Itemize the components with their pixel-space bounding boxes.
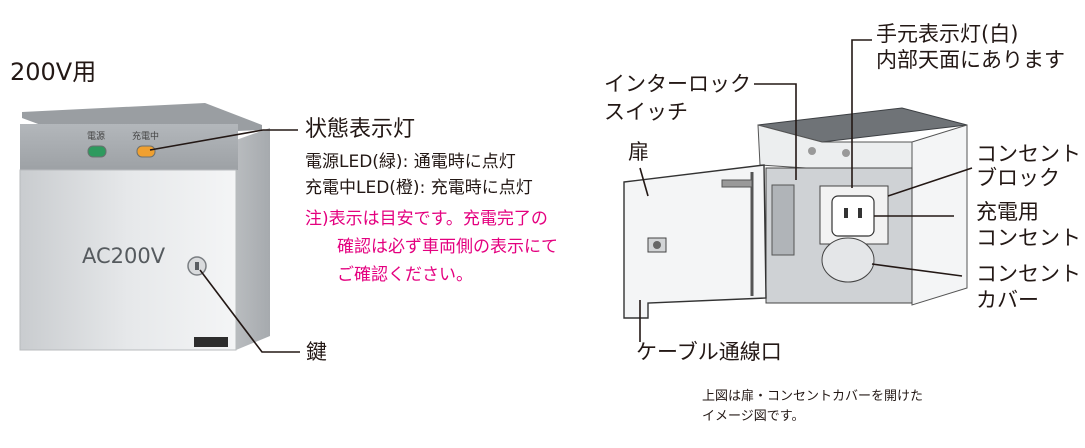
- upper-screw-2: [842, 149, 850, 157]
- leader-outlet-cover: [871, 263, 963, 277]
- charging-led-description: 充電中LED(橙): 充電時に点灯: [305, 178, 533, 198]
- key-slot: [195, 262, 199, 270]
- charging-led: [136, 145, 156, 158]
- closed-cabinet-illustration: [19, 103, 270, 351]
- outlet-block-line-1: コンセント: [976, 142, 1081, 166]
- outlet-cover-line-2: カバー: [976, 288, 1039, 312]
- leader-status-light: [149, 129, 298, 151]
- indicator-charging-caption: 充電中: [132, 132, 160, 142]
- hand-light-line-1: 手元表示灯(白): [876, 22, 1019, 46]
- indicator-panel: [20, 124, 238, 170]
- leader-outlet-block: [887, 167, 973, 197]
- open-cabinet-side: [911, 124, 968, 306]
- indicator-power-caption: 電源: [87, 132, 106, 142]
- outlet-block-line-2: ブロック: [976, 166, 1060, 190]
- status-light-title: 状態表示灯: [305, 117, 416, 142]
- interlock-line-2: スイッチ: [604, 100, 688, 124]
- leader-hand-light: [851, 39, 872, 188]
- cabinet-side: [236, 128, 270, 350]
- charging-outlet: [831, 195, 875, 237]
- note-line-2: 確認は必ず車両側の表示にて: [337, 237, 558, 257]
- leader-door: [639, 167, 649, 197]
- interlock-line-1: インターロック: [604, 72, 751, 96]
- open-door: [623, 164, 767, 319]
- power-led-description: 電源LED(緑): 通電時に点灯: [305, 152, 516, 172]
- right-leader-lines: [639, 39, 973, 342]
- leader-interlock: [754, 83, 797, 180]
- panel-text-ac200v: AC200V: [82, 244, 166, 268]
- charging-outlet-line-1: 充電用: [976, 200, 1039, 224]
- power-led: [87, 145, 107, 158]
- charging-outlet-line-2: コンセント: [976, 226, 1081, 250]
- note-line-1: 注)表示は目安です。充電完了の: [305, 209, 548, 229]
- outlet-cover: [821, 237, 875, 283]
- leader-key: [199, 269, 300, 353]
- hand-light-line-2: 内部天面にあります: [876, 48, 1065, 72]
- cable-entry-label: ケーブル通線口: [636, 340, 782, 364]
- open-cabinet-illustration: [623, 107, 968, 319]
- note-line-3: ご確認ください。: [337, 265, 473, 285]
- cable-slot: [194, 337, 228, 347]
- left-leader-lines: [149, 129, 300, 353]
- upper-screw-1: [808, 147, 816, 155]
- caption-line-1: 上図は扉・コンセントカバーを開けた: [702, 389, 924, 404]
- door-lock-keyhole: [653, 241, 661, 249]
- caption-line-2: イメージ図です。: [702, 409, 805, 424]
- door-latch: [721, 179, 753, 188]
- outlet-pin-2: [858, 208, 862, 218]
- outlet-cover-line-1: コンセント: [976, 262, 1081, 286]
- interlock-switch-part: [771, 184, 795, 256]
- outlet-pin-1: [844, 208, 848, 218]
- key-label: 鍵: [306, 340, 327, 364]
- door-label: 扉: [628, 140, 649, 164]
- model-label: 200V用: [10, 58, 97, 86]
